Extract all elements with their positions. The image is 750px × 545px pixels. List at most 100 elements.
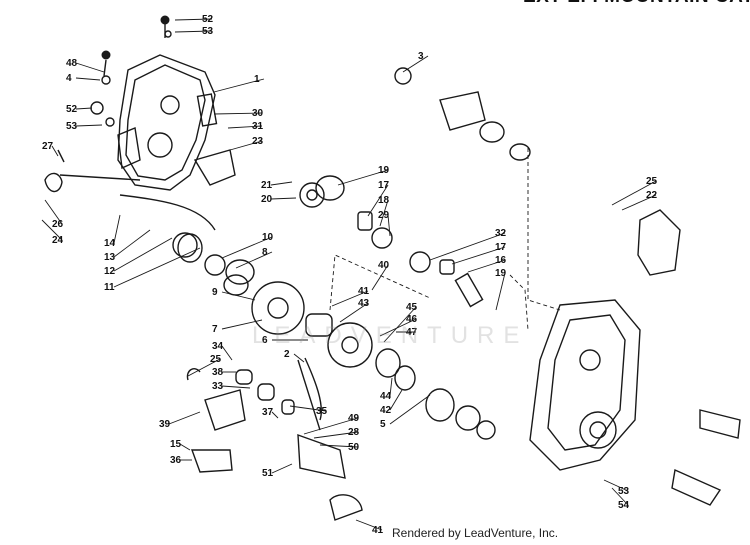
part-callout-53: 53: [202, 26, 214, 37]
callout-leader: [227, 125, 263, 129]
part-callout-32: 32: [495, 228, 507, 239]
callout-leader: [75, 124, 103, 127]
part-callout-2: 2: [284, 349, 290, 360]
part-callout-7: 7: [212, 324, 218, 335]
part-callout-14: 14: [104, 238, 116, 249]
callout-leader: [389, 394, 431, 425]
part-callout-45: 45: [406, 302, 418, 313]
callout-leader: [221, 345, 233, 361]
part-callout-41: 41: [372, 525, 384, 536]
callout-leader: [379, 318, 417, 337]
callout-leader: [383, 306, 417, 343]
parts-illustration: [44, 15, 741, 521]
callout-leader: [44, 199, 63, 225]
callout-leader: [611, 180, 657, 206]
callout-leader: [402, 55, 429, 73]
part-callout-6: 6: [262, 335, 268, 346]
callout-leader: [451, 246, 506, 265]
part-callout-49: 49: [348, 413, 360, 424]
callout-leader: [371, 264, 389, 291]
part-callout-40: 40: [378, 260, 390, 271]
callout-leader: [51, 145, 59, 157]
part-callout-46: 46: [406, 314, 418, 325]
part-callout-24: 24: [52, 235, 64, 246]
part-callout-20: 20: [261, 194, 273, 205]
part-callout-13: 13: [104, 252, 116, 263]
callout-leader: [367, 184, 389, 217]
callout-leader: [229, 140, 263, 151]
callout-leader: [213, 78, 265, 93]
part-callout-21: 21: [261, 180, 273, 191]
callout-leader: [337, 169, 389, 186]
callout-leader: [75, 62, 105, 73]
part-callout-28: 28: [348, 427, 360, 438]
callout-leader: [429, 232, 506, 261]
callout-leader: [271, 463, 293, 474]
part-callout-38: 38: [212, 367, 224, 378]
part-callout-25: 25: [646, 176, 658, 187]
callout-leader: [495, 272, 506, 311]
callout-leader: [113, 214, 121, 244]
callout-leader: [611, 487, 629, 506]
part-callout-18: 18: [378, 195, 390, 206]
part-callout-29: 29: [378, 210, 390, 221]
part-callout-26: 26: [52, 219, 64, 230]
part-callout-17: 17: [495, 242, 507, 253]
callout-leader: [389, 389, 403, 411]
part-callout-48: 48: [66, 58, 78, 69]
callout-leader: [289, 405, 327, 412]
part-callout-5: 5: [380, 419, 386, 430]
part-callout-22: 22: [646, 190, 658, 201]
part-callout-47: 47: [406, 327, 418, 338]
part-callout-15: 15: [170, 439, 182, 450]
part-callout-1: 1: [254, 74, 260, 85]
part-callout-31: 31: [252, 121, 264, 132]
callout-leader: [221, 291, 256, 301]
part-callout-43: 43: [358, 298, 370, 309]
render-credit: Rendered by LeadVenture, Inc.: [392, 526, 559, 540]
part-callout-9: 9: [212, 287, 218, 298]
callout-leader: [75, 107, 93, 110]
part-callout-11: 11: [104, 282, 115, 293]
part-callout-34: 34: [212, 341, 224, 352]
callout-leader: [113, 237, 173, 272]
part-callout-27: 27: [42, 141, 54, 152]
part-callout-16: 16: [495, 255, 507, 266]
part-callout-52: 52: [66, 104, 78, 115]
callout-leader: [221, 236, 273, 259]
part-callout-53: 53: [618, 486, 630, 497]
callout-leader: [603, 479, 629, 492]
callout-leader: [187, 358, 221, 377]
part-callout-37: 37: [262, 407, 274, 418]
callout-leader: [221, 319, 263, 330]
part-callout-50: 50: [348, 442, 360, 453]
part-callout-35: 35: [316, 406, 328, 417]
callout-leader: [313, 431, 359, 439]
callout-leader: [174, 18, 213, 21]
part-callout-4: 4: [66, 73, 72, 84]
part-callout-52: 52: [202, 14, 214, 25]
part-callout-44: 44: [380, 391, 392, 402]
callout-leader: [168, 411, 201, 425]
callout-leader: [355, 519, 383, 531]
watermark: LEADVENTURE: [252, 322, 529, 349]
part-callout-30: 30: [252, 108, 264, 119]
callout-leader: [467, 259, 506, 273]
part-callout-51: 51: [262, 468, 274, 479]
callout-leader: [331, 290, 369, 307]
part-callout-42: 42: [380, 405, 392, 416]
callout-leader: [319, 444, 359, 448]
part-callout-19: 19: [378, 165, 390, 176]
part-callout-3: 3: [418, 51, 424, 62]
callout-leader: [235, 251, 273, 269]
part-callout-17: 17: [378, 180, 390, 191]
callout-leader: [270, 181, 293, 186]
callout-leader: [389, 377, 393, 397]
part-callout-33: 33: [212, 381, 224, 392]
callout-leader: [174, 30, 213, 33]
callout-leader: [113, 229, 151, 258]
part-callout-12: 12: [104, 266, 116, 277]
callout-leader: [293, 353, 305, 363]
